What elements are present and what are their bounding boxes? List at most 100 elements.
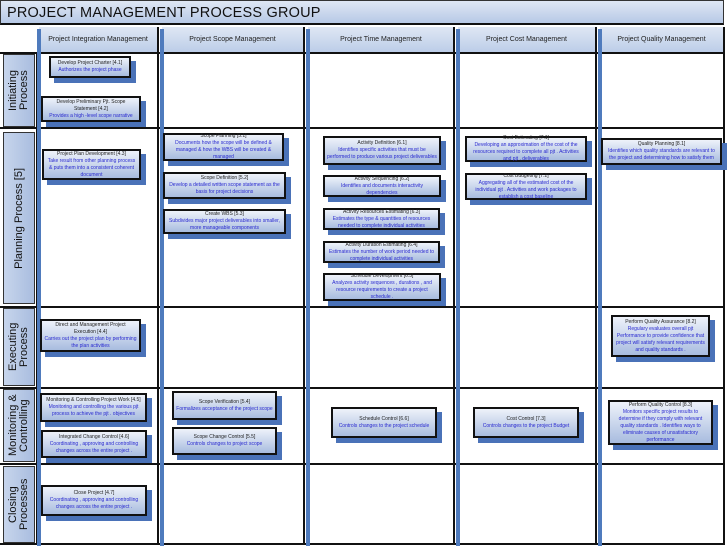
column-header-time: Project Time Management [308, 27, 454, 52]
process-description: Developing an approximation of the cost … [473, 142, 579, 162]
process-title: Scope Verification [5.4] [198, 398, 251, 405]
lane-label: Executing Process [7, 322, 30, 372]
process-box: Scope Definition [5.2]Develop a detailed… [163, 172, 286, 199]
process-description: Subdivides major project deliverables in… [169, 218, 280, 231]
process-title: Scope Change Control [5.5] [193, 434, 256, 440]
process-title: Monitoring & Controlling Project Work [4… [46, 397, 141, 403]
process-box: Scope Planning [5.1]Documents how the sc… [163, 133, 284, 161]
process-description: Analyzes activity sequences , durations … [332, 280, 432, 300]
column-header-cost: Project Cost Management [458, 27, 595, 52]
process-box: Create WBS [5.3]Subdivides major project… [163, 209, 286, 234]
process-title: Create WBS [5.3] [205, 211, 244, 217]
process-description: Authorizes the project phase [58, 67, 122, 73]
process-title: Perform Quality Control [8.3] [628, 401, 693, 408]
process-title: Schedule Control [6.6] [359, 415, 409, 422]
column-divider [453, 27, 455, 544]
process-box: Develop Project Charter [4.1]Authorizes … [49, 56, 131, 78]
process-description: Take result from other planning process … [47, 157, 136, 178]
process-box: Scope Verification [5.4]Formalizes accep… [172, 391, 277, 420]
process-description: Develop a detailed written scope stateme… [169, 182, 280, 195]
process-box: Activity Sequencing [6.2]Identifies and … [323, 175, 441, 197]
process-title: Scope Definition [5.2] [200, 175, 249, 181]
process-box: Perform Quality Control [8.3]Monitors sp… [608, 400, 713, 445]
lane-executing: Executing Process [3, 308, 35, 386]
lane-label: Initiating Process [7, 70, 30, 111]
process-title: Cost Estimating [7.1] [502, 135, 550, 141]
column-divider [723, 27, 725, 544]
process-description: Identifies specific activities that must… [327, 147, 437, 160]
process-box: Activity Duration Estimating [6.4]Estima… [323, 241, 440, 263]
process-box: Direct and Management Project Execution … [40, 319, 141, 352]
lane-bar [37, 29, 41, 546]
lane-initiating: Initiating Process [3, 54, 35, 127]
process-box: Activity Resources Estimating [6.3]Estim… [323, 208, 440, 230]
process-title: Activity Resources Estimating [6.3] [343, 208, 420, 215]
process-box: Perform Quality Assurance [8.2]Regulary … [611, 315, 710, 357]
lane-monitoring-controlling: Monitoring & Controlling [3, 389, 35, 462]
row-divider [0, 387, 725, 389]
column-header-quality: Project Quality Management [600, 27, 723, 52]
process-description: Coordinating , approving and controlling… [49, 440, 139, 454]
process-description: Carries out the project plan by performi… [44, 335, 137, 349]
column-divider [303, 27, 305, 544]
lane-label: Planning Process [5] [12, 167, 25, 269]
column-divider [595, 27, 597, 544]
process-title: Cost Control [7.3] [506, 415, 546, 422]
process-description: Estimates the number of work period need… [328, 248, 435, 262]
row-divider [0, 127, 725, 129]
process-description: Regulary evaluates overall pjt Performan… [616, 325, 705, 353]
process-description: Controls changes to the project schedule [338, 422, 430, 429]
row-divider [0, 463, 725, 465]
process-description: Formalizes acceptance of the project sco… [176, 405, 273, 412]
process-title: Schedule Development [6.5] [350, 273, 414, 279]
process-title: Activity Duration Estimating [6.4] [345, 241, 418, 248]
column-header-integration: Project Integration Management [39, 27, 157, 52]
lane-label: Closing Processes [7, 478, 30, 531]
process-description: Identifies which quality standards are r… [608, 148, 715, 161]
process-title: Scope Planning [5.1] [200, 133, 247, 139]
process-box: Monitoring & Controlling Project Work [4… [40, 393, 147, 422]
process-box: Integrated Change Control [4.6]Coordinat… [41, 430, 147, 458]
process-title: Perform Quality Assurance [8.2] [625, 318, 696, 325]
row-divider [0, 306, 725, 308]
process-box: Schedule Development [6.5]Analyzes activ… [323, 273, 441, 301]
column-header-scope: Project Scope Management [162, 27, 303, 52]
process-description: Aggregating all of the estimated cost of… [475, 179, 577, 200]
process-description: Coordinating , approving and controlling… [49, 497, 139, 510]
lane-planning: Planning Process [5] [3, 132, 35, 304]
process-box: Cost Estimating [7.1]Developing an appro… [465, 135, 587, 162]
process-box: Cost Control [7.3]Controls changes to th… [473, 407, 579, 438]
process-box: Activity Definition [6.1]Identifies spec… [323, 136, 441, 165]
process-title: Close Project [4.7] [73, 490, 115, 496]
process-box: Scope Change Control [5.5]Controls chang… [172, 427, 277, 455]
process-description: Provides a high -level scope narrative [49, 112, 133, 119]
row-divider [0, 543, 725, 545]
row-divider [0, 52, 725, 54]
column-divider [157, 27, 159, 544]
process-box: Develop Preliminary Pjt. Scope Statement… [41, 96, 141, 122]
process-description: Estimates the type & quantities of resou… [332, 215, 431, 229]
process-title: Direct and Management Project Execution … [55, 321, 126, 335]
lane-bar [598, 29, 602, 546]
process-description: Monitoring and controlling the various p… [48, 404, 139, 417]
process-description: Identifies and documents interactivity d… [341, 182, 423, 196]
process-box: Cost Budgeting [7.2]Aggregating all of t… [465, 173, 587, 200]
process-description: Documents how the scope will be defined … [175, 140, 272, 160]
lane-closing: Closing Processes [3, 466, 35, 543]
lane-bar [456, 29, 460, 546]
process-box: Close Project [4.7]Coordinating , approv… [41, 485, 147, 516]
process-description: Monitors specific project results to det… [618, 408, 703, 443]
process-title: Cost Budgeting [7.2] [503, 172, 549, 179]
lane-label: Monitoring & Controlling [7, 394, 30, 457]
process-title: Project Plan Development [4.3] [57, 150, 126, 157]
lane-bar [306, 29, 310, 546]
process-box: Quality Planning [8.1]Identifies which q… [601, 138, 722, 165]
process-description: Controls changes to project scope [186, 441, 263, 447]
process-title: Activity Definition [6.1] [357, 140, 407, 146]
lane-divider [36, 52, 37, 544]
lane-bar [160, 29, 164, 546]
process-box: Schedule Control [6.6]Controls changes t… [331, 407, 437, 438]
process-title: Develop Preliminary Pjt. Scope Statement… [56, 98, 126, 112]
process-title: Quality Planning [8.1] [637, 141, 686, 147]
